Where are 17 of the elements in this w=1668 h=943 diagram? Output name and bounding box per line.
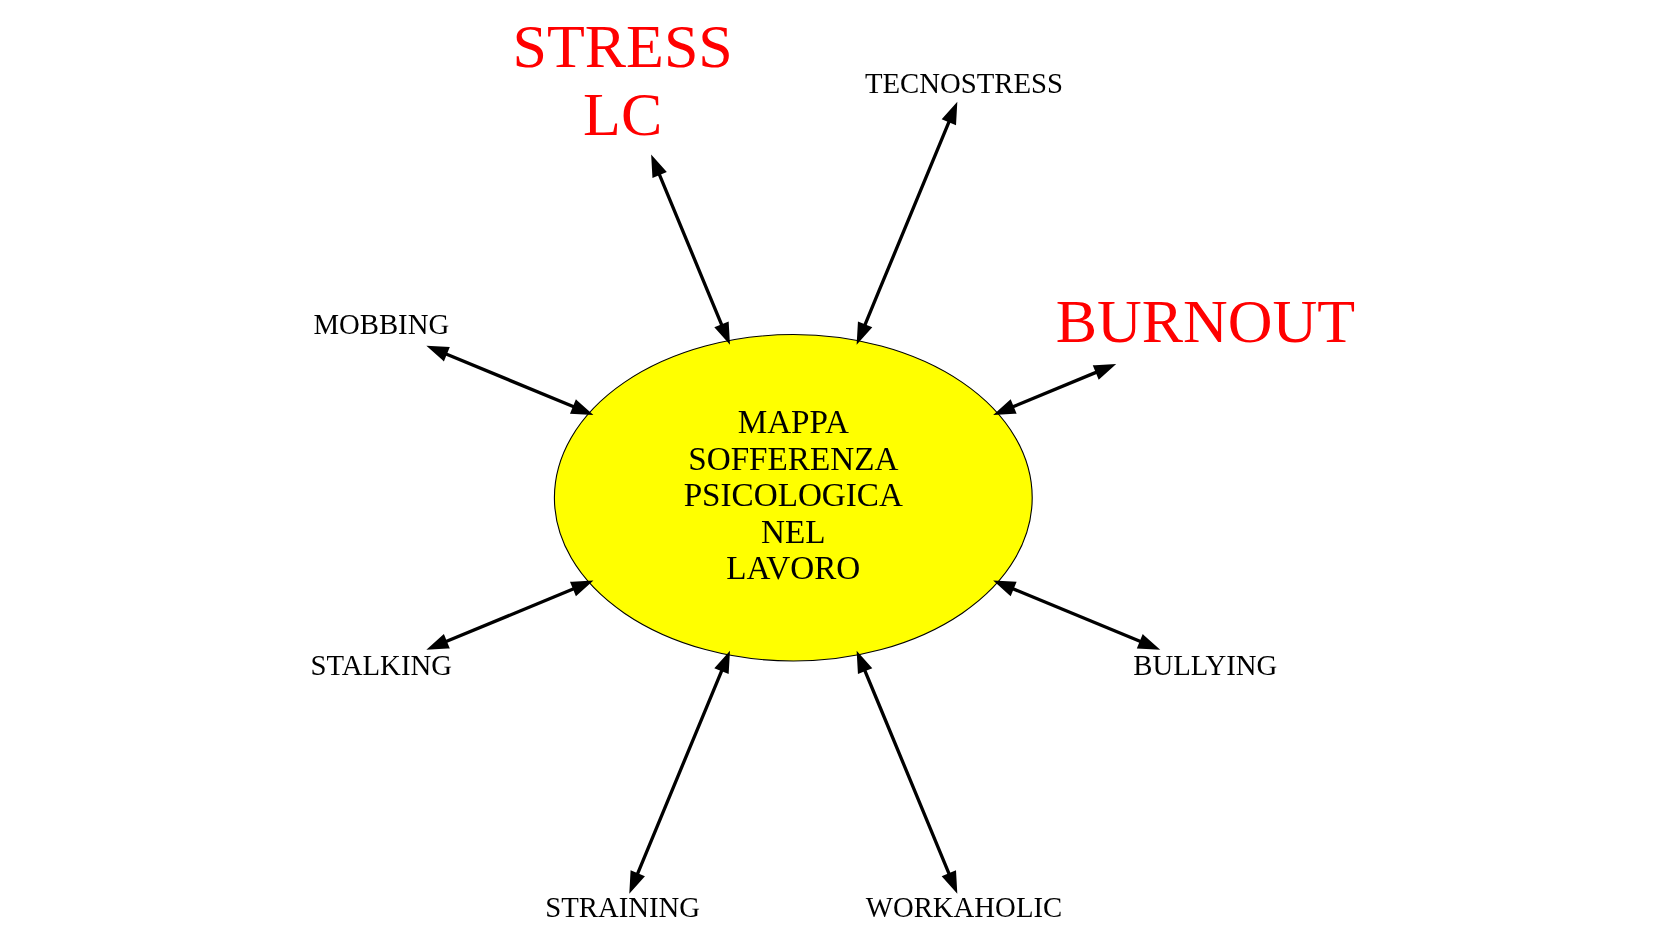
- arrow: [992, 580, 1160, 650]
- node-text: TECNOSTRESS: [864, 66, 1063, 99]
- arrow: [650, 154, 730, 345]
- node-ellipse: MAPPA SOFFERENZA PSICOLOGICA NEL LAVORO: [553, 334, 1033, 662]
- node-text: STALKING: [310, 649, 452, 682]
- node-text: MOBBING: [312, 308, 449, 341]
- node-text: BULLYING: [1132, 649, 1277, 682]
- arrow: [425, 580, 593, 650]
- node-text: STRAINING: [544, 890, 700, 923]
- node-text: STRESS LC: [512, 11, 733, 149]
- arrow: [628, 650, 730, 894]
- node-text: BURNOUT: [1055, 287, 1355, 356]
- arrow: [425, 345, 593, 415]
- node-text: WORKAHOLIC: [865, 890, 1062, 923]
- arrow: [856, 650, 957, 894]
- arrow: [992, 364, 1116, 415]
- arrow: [856, 101, 957, 345]
